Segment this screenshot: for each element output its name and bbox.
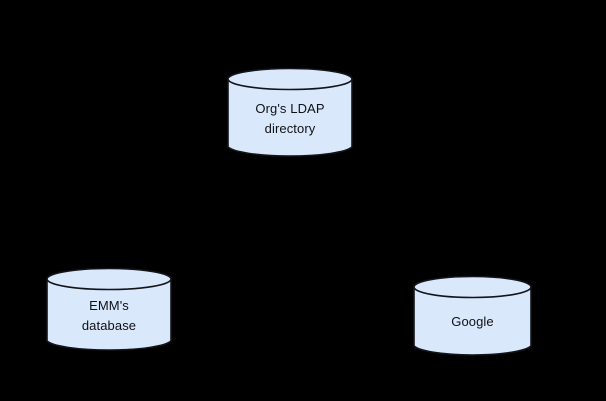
node-emm[interactable]: EMM's database [46, 267, 172, 352]
database-cylinder-icon [227, 67, 353, 157]
database-cylinder-icon [413, 275, 532, 356]
node-google[interactable]: Google [413, 275, 532, 357]
database-cylinder-icon [46, 267, 172, 351]
node-ldap[interactable]: Org's LDAP directory [227, 67, 353, 158]
